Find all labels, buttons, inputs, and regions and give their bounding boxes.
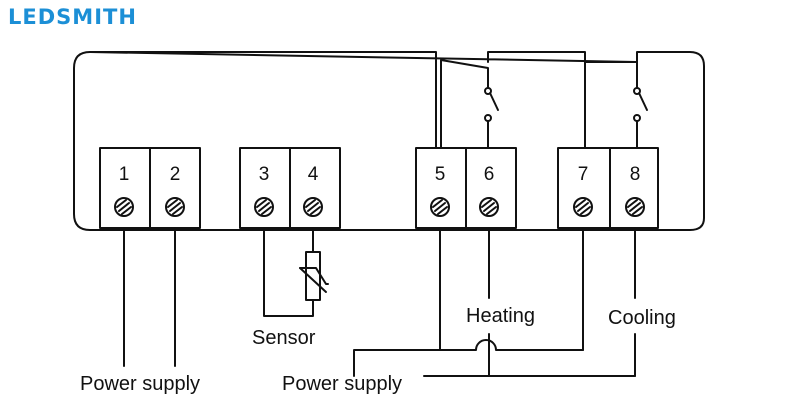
screw-icon [165, 197, 185, 217]
sensor-loop [263, 227, 314, 317]
terminal-group-sensor [239, 147, 341, 229]
logo-text-left: LE [8, 5, 38, 29]
terminal-group-power [99, 147, 201, 229]
relay-heating [440, 59, 499, 151]
screw-icon [625, 197, 645, 217]
power-supply-wires-left [123, 227, 176, 367]
sensor-label: Sensor [252, 327, 316, 349]
terminal-6-number: 6 [484, 164, 495, 185]
ledsmith-logo: LEDSMITH [8, 5, 137, 29]
terminal-group-relay1 [415, 147, 517, 229]
terminal-7-number: 7 [578, 164, 589, 185]
terminal-group-relay2 [557, 147, 659, 229]
logo-text-right: SMITH [56, 5, 137, 29]
terminal-4-number: 4 [308, 164, 319, 185]
screw-icon [573, 197, 593, 217]
thermistor-icon [299, 251, 329, 301]
cooling-label: Cooling [608, 307, 676, 329]
heating-label: Heating [466, 305, 535, 327]
screw-icon [479, 197, 499, 217]
terminal-2-number: 2 [170, 164, 181, 185]
screw-icon [254, 197, 274, 217]
terminal-3-number: 3 [259, 164, 270, 185]
power-supply-label-right: Power supply [282, 373, 402, 395]
terminal-8-number: 8 [630, 164, 641, 185]
screw-icon [303, 197, 323, 217]
terminal-1-number: 1 [119, 164, 130, 185]
screw-icon [114, 197, 134, 217]
terminal-screws [114, 197, 645, 217]
relay-output-wires [353, 227, 636, 377]
relay-cooling [584, 61, 648, 151]
terminal-5-number: 5 [435, 164, 446, 185]
logo-d-mark: D [37, 5, 57, 29]
screw-icon [430, 197, 450, 217]
power-supply-label-left: Power supply [80, 373, 200, 395]
